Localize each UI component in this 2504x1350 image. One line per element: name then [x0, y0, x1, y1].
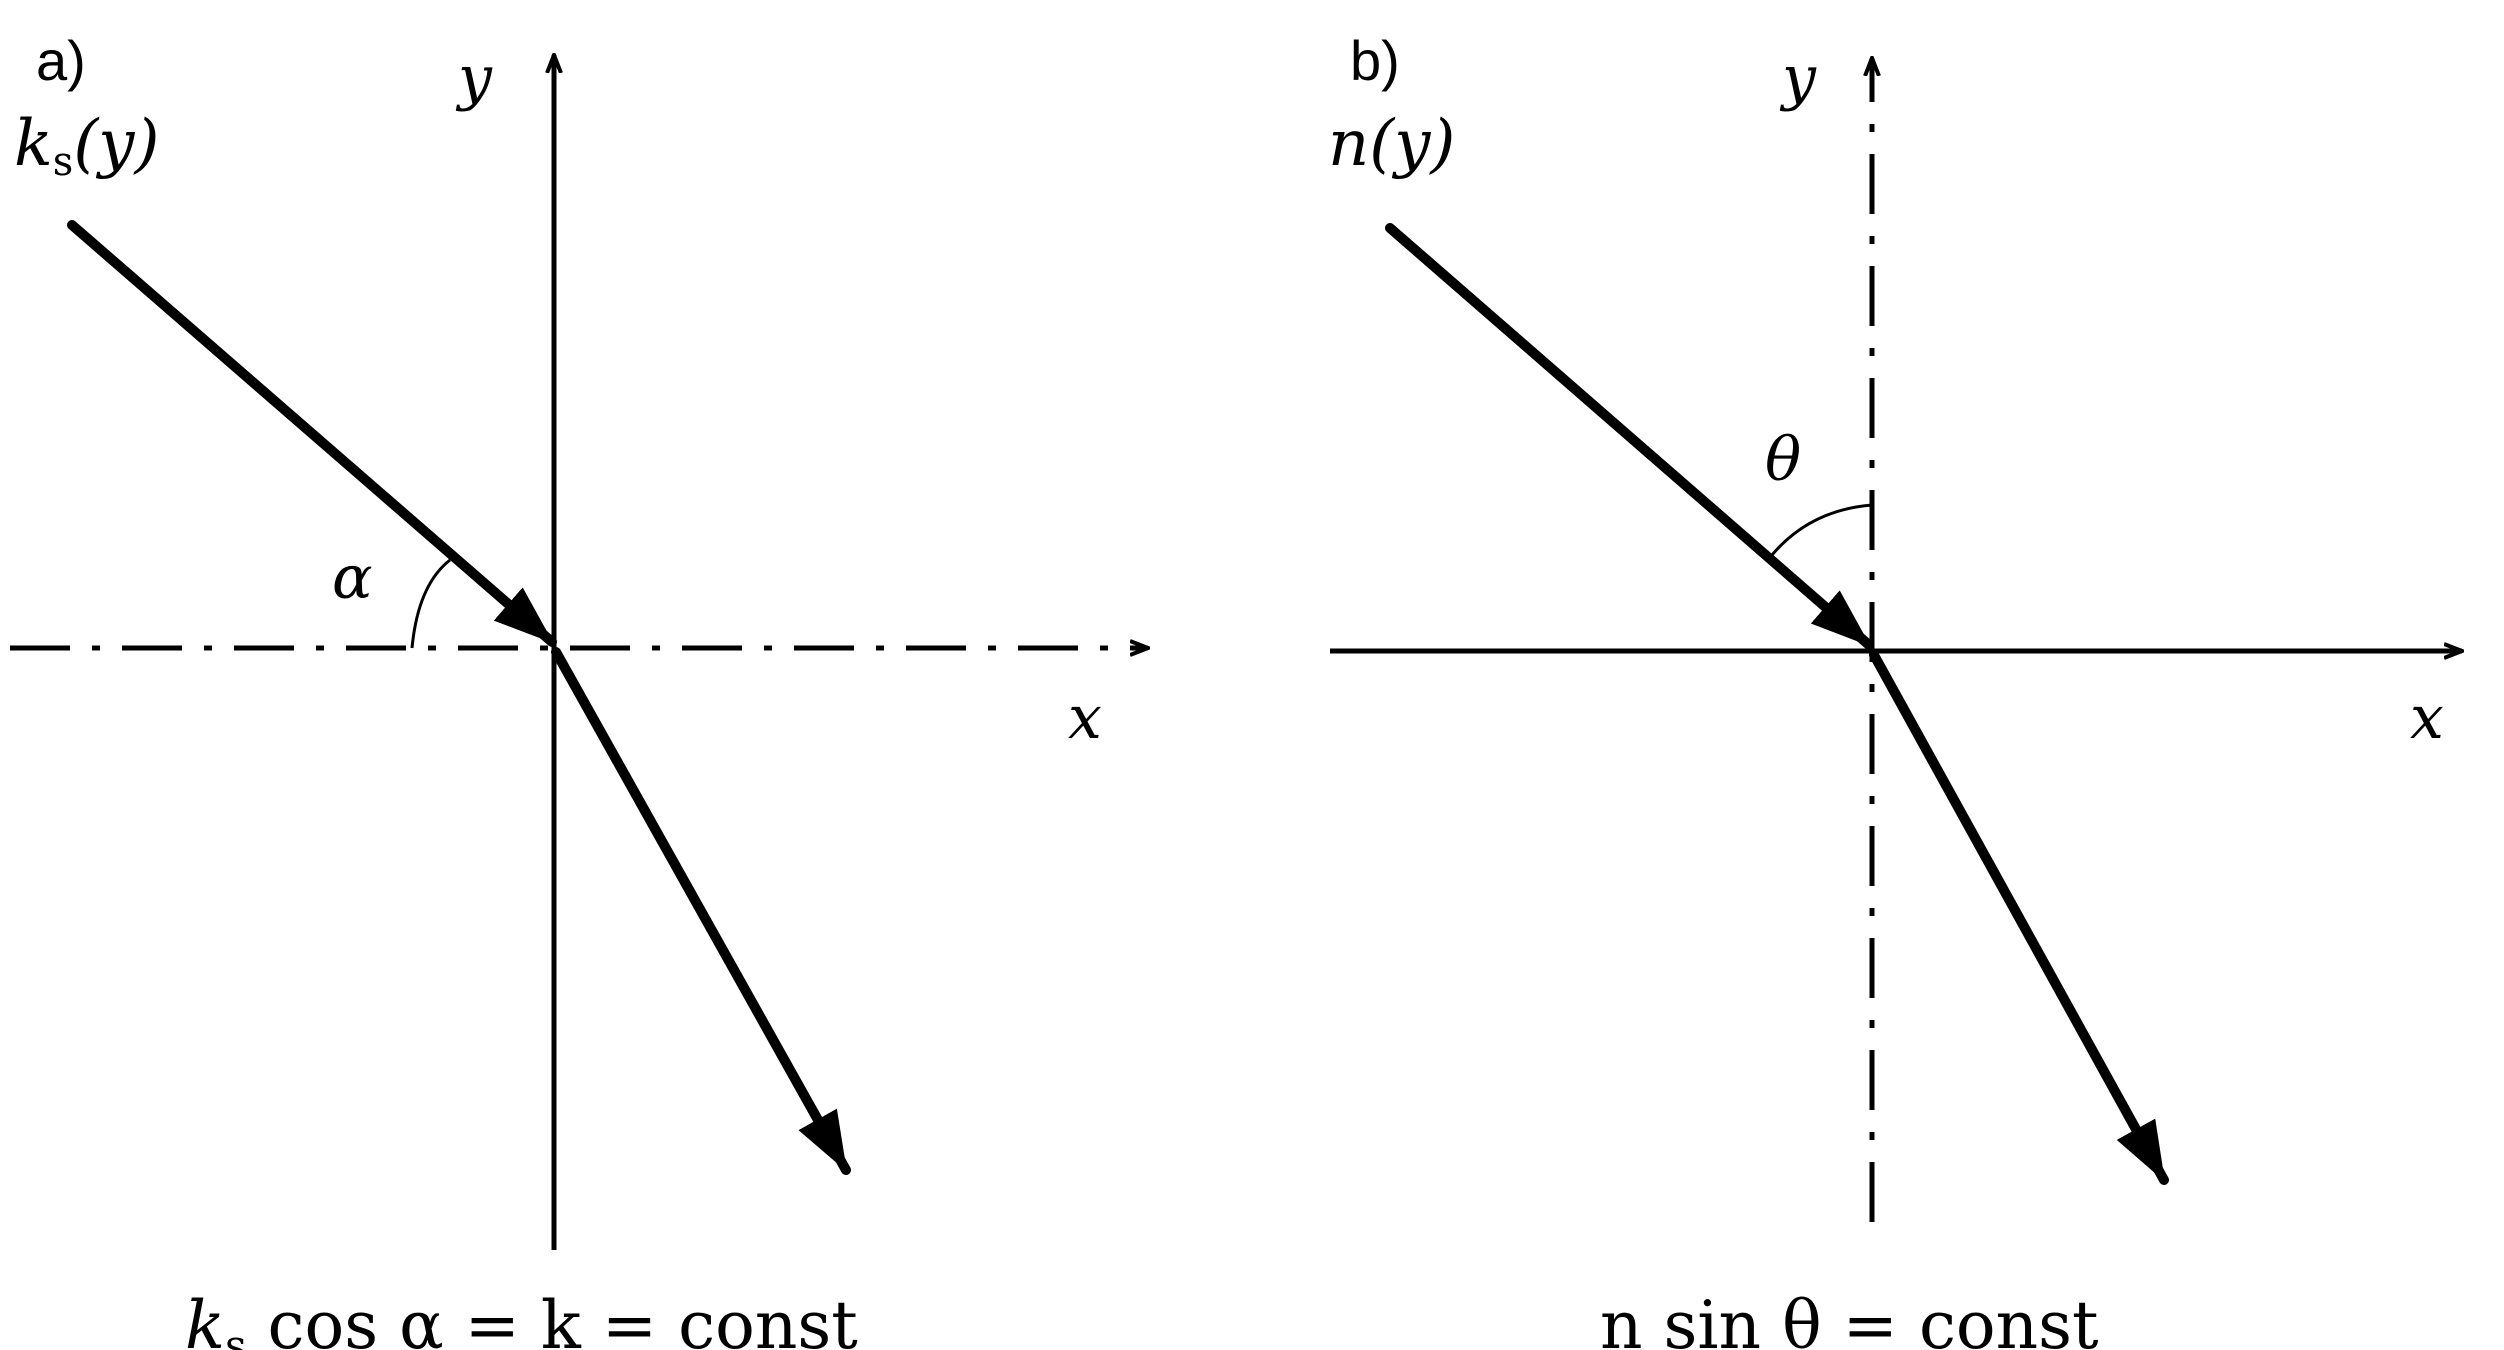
panel-b-refracted-ray: [1869, 650, 2169, 1185]
panel-a-field-arg: (y): [73, 107, 159, 181]
panel-a-angle-label: α: [332, 543, 373, 613]
panel-a-angle-arc: [410, 558, 451, 649]
panel-b: b) y x n(y) θ n sin θ = const: [1328, 29, 2462, 1350]
panel-b-label: b): [1350, 29, 1400, 92]
panel-b-incident-ray: [1385, 223, 1874, 650]
panel-b-equation: n sin θ = const: [1600, 1287, 2099, 1350]
panel-a-field-main: k: [14, 107, 53, 181]
panel-a-label: a): [36, 29, 86, 92]
panel-a-field-label: ks(y): [14, 107, 159, 185]
panel-a-field-sub: s: [53, 139, 74, 185]
panel-a-equation: ks cos α = k = const: [185, 1287, 858, 1350]
panel-b-angle-arc: [1770, 503, 1873, 556]
panel-b-angle-label: θ: [1765, 425, 1801, 495]
panel-a-x-axis-label: x: [1068, 683, 1102, 753]
panel-b-field-arg: (y): [1369, 107, 1455, 181]
panel-b-y-axis-label: y: [1779, 43, 1817, 113]
panel-b-field-main: n: [1328, 107, 1369, 181]
panel-a-refracted-ray: [551, 647, 851, 1175]
panel-a-incident-ray: [67, 220, 557, 647]
panel-b-field-label: n(y): [1328, 107, 1455, 181]
panel-b-x-axis-label: x: [2410, 683, 2444, 753]
panel-a-y-axis-label: y: [455, 43, 493, 113]
panel-a: a) y x ks(y) α ks cos α = k = const: [10, 29, 1148, 1350]
panel-a-equation-sub: s: [225, 1321, 247, 1350]
panel-a-equation-rest: cos α = k = const: [247, 1287, 858, 1350]
panel-a-equation-k: k: [185, 1287, 225, 1350]
